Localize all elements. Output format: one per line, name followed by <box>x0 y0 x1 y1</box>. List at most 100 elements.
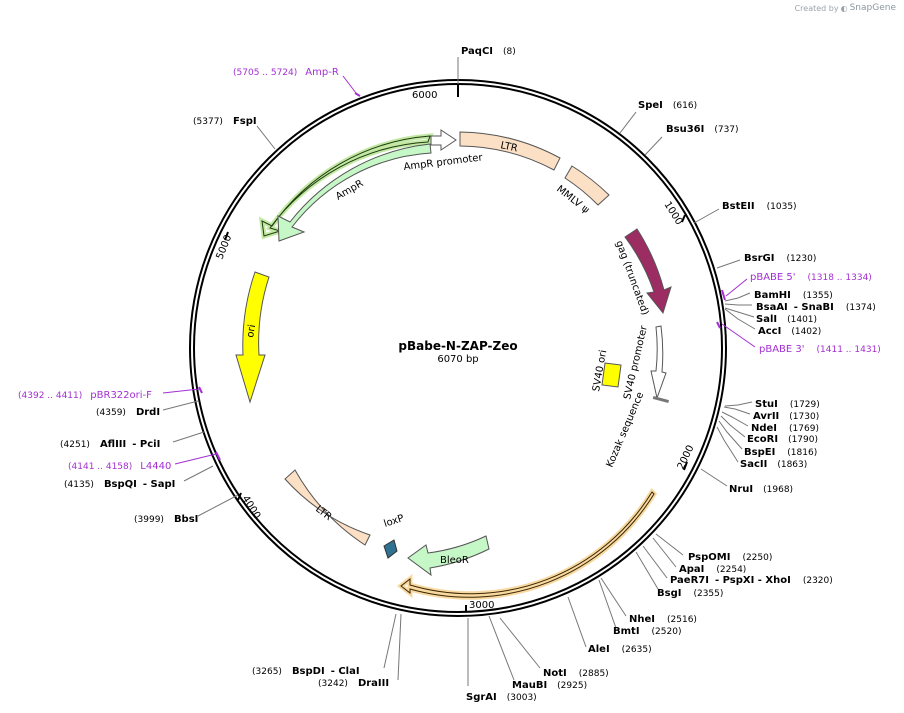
enzyme-bsrgi-pos: (1230) <box>786 254 816 264</box>
connector-maubi <box>488 615 515 681</box>
connector-drdi <box>162 400 199 411</box>
enzyme-ecori-name: EcoRI <box>747 434 778 445</box>
enzyme-draiii: (3242) DraIII <box>318 678 389 689</box>
mmlv-psi-feature[interactable] <box>564 165 610 206</box>
loxp-feature[interactable] <box>383 539 398 559</box>
enzyme-spei-pos: (616) <box>673 101 697 111</box>
enzyme-paer7i-name: PaeR7I <box>670 575 709 586</box>
kozak-sequence-feature[interactable] <box>652 395 669 404</box>
primer-pbabe5-name: pBABE 5' <box>750 272 796 283</box>
connector-ndei <box>721 411 749 427</box>
enzyme-bbsi-name: BbsI <box>174 514 198 525</box>
enzyme-spei-name: SpeI <box>638 100 663 111</box>
enzyme-sacii-pos: (1863) <box>777 460 807 470</box>
primer-pbr322ori: (4392 .. 4411)pBR322ori-F <box>18 390 152 401</box>
enzyme-bsteii: BstEII(1035) <box>722 201 797 212</box>
primer-pbr322ori-pos: (4392 .. 4411) <box>18 391 82 401</box>
primer-pbabe3-name: pBABE 3' <box>759 344 805 355</box>
enzyme-afliii-pos: (4251) <box>60 440 90 450</box>
bleor-orf-outline <box>400 491 655 598</box>
tick-label-6000: 6000 <box>412 90 437 101</box>
enzyme-nrui-name: NruI <box>729 484 753 495</box>
enzyme-noti-pos: (2885) <box>579 669 609 679</box>
connector-bamhi <box>724 292 751 302</box>
enzyme-bsu36i: Bsu36I(737) <box>666 124 739 135</box>
primer-mark-pbabe3 <box>716 321 721 329</box>
primer-mark-pbr322 <box>198 386 203 394</box>
bleor-feature[interactable] <box>407 535 490 577</box>
ltr-feature-1[interactable] <box>459 131 561 171</box>
connector-afliii <box>172 431 205 443</box>
enzyme-pspomi-name: PspOMI <box>688 552 730 563</box>
connector-pbabe5 <box>725 278 748 297</box>
enzyme-ndei-name: NdeI <box>751 423 777 434</box>
enzyme-pspomi: PspOMI (2250) <box>688 552 772 563</box>
enzyme-avrii: AvrII (1730) <box>753 411 819 422</box>
enzyme-bbsi: (3999) BbsI <box>134 514 198 525</box>
connector-apai <box>652 537 677 568</box>
gag-truncated-feature[interactable] <box>624 228 672 315</box>
enzyme-ndei-pos: (1769) <box>789 424 819 434</box>
enzyme-nhei-pos: (2516) <box>667 615 697 625</box>
enzyme-bspei-name: BspEI <box>744 447 775 458</box>
enzyme-afliii: (4251)AflIII- PciI <box>60 439 160 450</box>
enzyme-sacii: SacII(1863) <box>740 459 807 470</box>
primer-pbabe3: pBABE 3'(1411 .. 1431) <box>759 344 881 355</box>
enzyme-bmti-pos: (2520) <box>652 627 682 637</box>
ltr-label-1: LTR <box>499 140 518 154</box>
primer-l4440-pos: (4141 .. 4158) <box>68 462 132 472</box>
connector-ampr-primer <box>342 75 357 94</box>
enzyme-apai-pos: (2254) <box>716 565 746 575</box>
enzyme-bspqi: (4135)BspQI- SapI <box>64 479 175 490</box>
enzyme-drdi-name: DrdI <box>136 407 160 418</box>
sv40-ori-feature[interactable] <box>601 362 622 388</box>
enzyme-bamhi-name: BamHI <box>754 290 791 301</box>
tick-marks <box>224 84 688 612</box>
enzyme-paqci-pos: (8) <box>503 47 516 57</box>
enzyme-bsteii-pos: (1035) <box>767 202 797 212</box>
enzyme-sali: SalI(1401) <box>756 314 817 325</box>
connector-sacii <box>716 426 739 463</box>
enzyme-bbsi-pos: (3999) <box>134 515 164 525</box>
connector-fspi <box>256 125 276 150</box>
enzyme-bspdi: (3265)BspDI- ClaI <box>252 666 360 677</box>
enzyme-fspi: (5377)FspI <box>193 116 257 127</box>
enzyme-bsaai-extra: - SnaBI <box>794 302 834 313</box>
enzyme-bsaai: BsaAI- SnaBI(1374) <box>756 302 876 313</box>
enzyme-sali-name: SalI <box>756 314 777 325</box>
sv40-promoter-feature[interactable] <box>650 325 667 400</box>
ltr-feature-2[interactable] <box>284 469 371 546</box>
connector-bspqi <box>183 465 214 482</box>
enzyme-bsrgi: BsrGI(1230) <box>744 253 816 264</box>
enzyme-acci-pos: (1402) <box>791 327 821 337</box>
connector-ecori <box>720 415 746 438</box>
enzyme-nhei: NheI(2516) <box>629 614 697 625</box>
tick-mark-1000 <box>681 214 686 223</box>
connector-pspomi <box>655 533 684 556</box>
tick-mark-5000 <box>224 231 229 241</box>
tick-label-1000: 1000 <box>661 200 684 227</box>
enzyme-bspdi-pos: (3265) <box>252 667 282 677</box>
connector-bbsi <box>197 494 239 517</box>
ampr-feature[interactable] <box>277 143 432 242</box>
enzyme-avrii-name: AvrII <box>753 411 779 422</box>
primer-pbabe5: pBABE 5'(1318 .. 1334) <box>750 272 872 283</box>
connector-bsrgi <box>716 259 741 269</box>
ori-feature[interactable] <box>235 271 270 404</box>
tick-mark-4000 <box>237 492 242 501</box>
connector-alei <box>567 596 587 648</box>
connector-paer7i <box>642 545 668 579</box>
enzyme-nrui-pos: (1968) <box>763 485 793 495</box>
ampr-promoter-feature[interactable] <box>430 129 457 151</box>
connector-bsu36i <box>644 136 663 156</box>
enzyme-alei-pos: (2635) <box>622 645 652 655</box>
enzyme-draiii-pos: (3242) <box>318 679 348 689</box>
enzyme-draiii-name: DraIII <box>358 678 389 689</box>
primer-l4440-name: L4440 <box>140 461 171 472</box>
connector-bspei <box>718 420 743 450</box>
enzyme-bsgi-name: BsgI <box>657 588 681 599</box>
primer-mark-l4440 <box>215 451 221 461</box>
enzyme-avrii-pos: (1730) <box>789 412 819 422</box>
enzyme-afliii-extra: - PciI <box>132 439 160 450</box>
enzyme-pspomi-pos: (2250) <box>742 553 772 563</box>
